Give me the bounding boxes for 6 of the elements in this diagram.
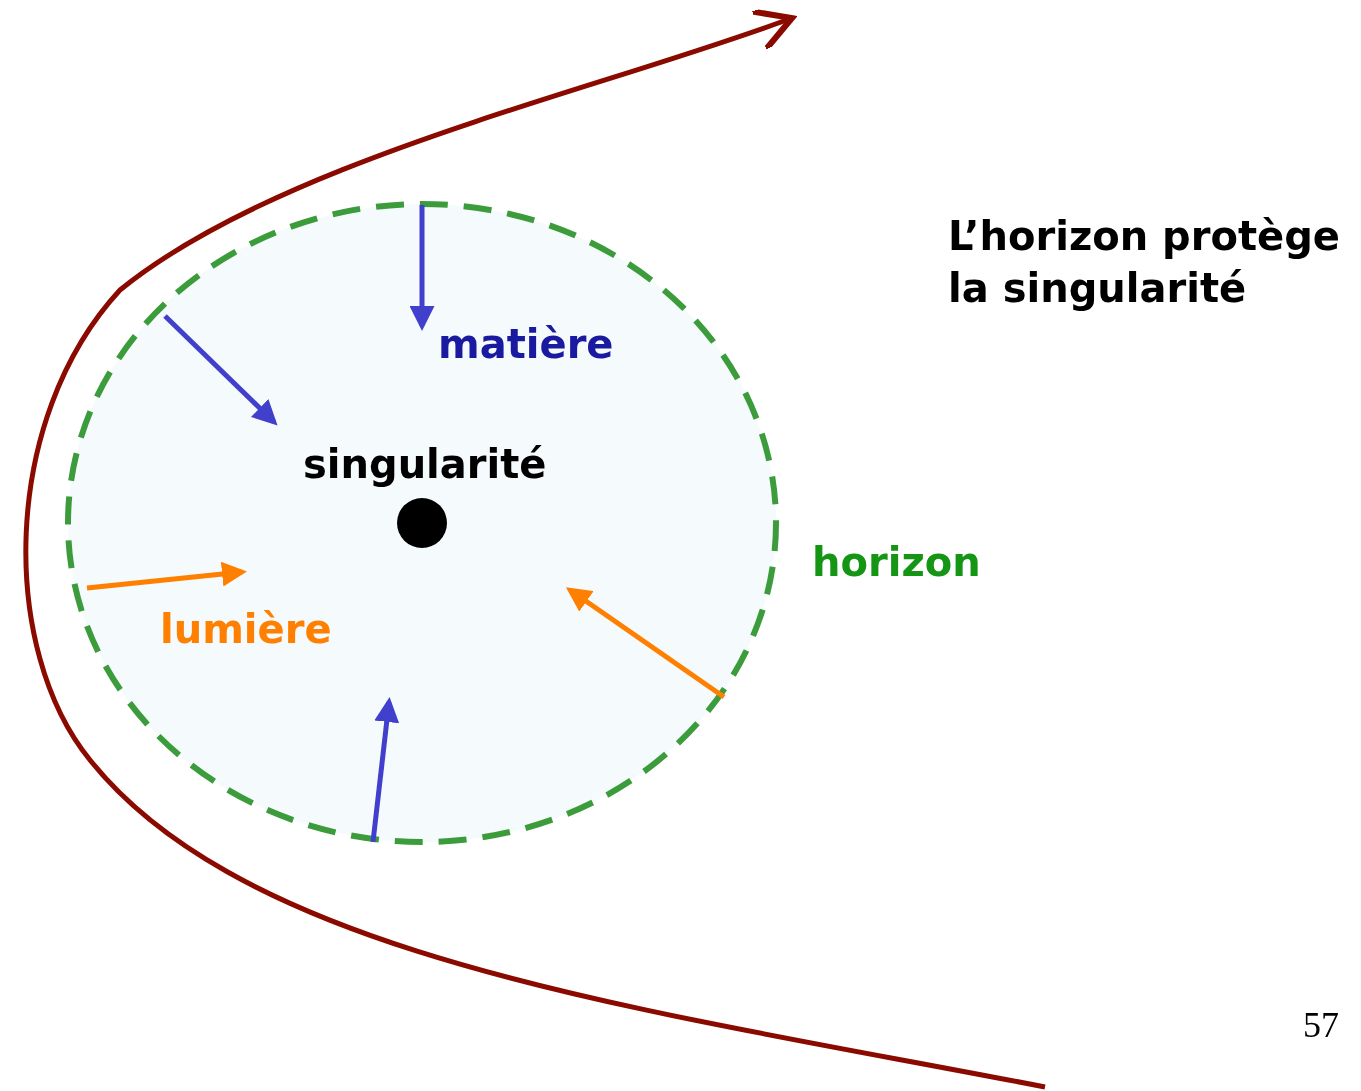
note-text: L’horizon protège la singularité bbox=[948, 212, 1341, 313]
horizon-label: horizon bbox=[812, 538, 981, 587]
matter-label: matière bbox=[438, 320, 614, 369]
singularity-label: singularité bbox=[303, 440, 547, 489]
light-label: lumière bbox=[160, 605, 332, 654]
page-number: 57 bbox=[1303, 1004, 1339, 1047]
